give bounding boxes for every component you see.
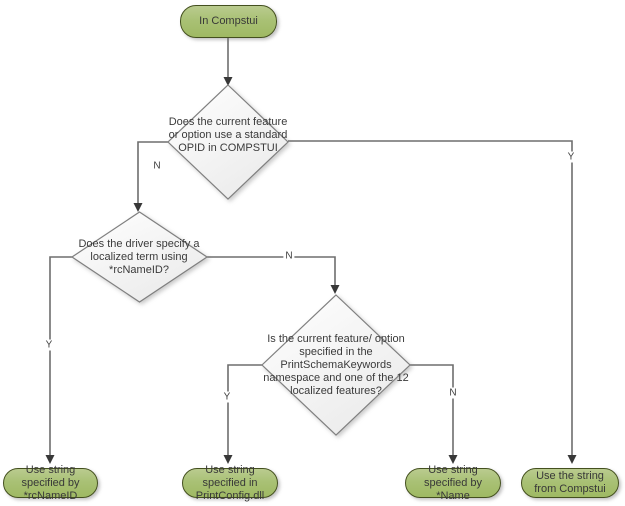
decision-3-label: Is the current feature/ option specified…	[263, 333, 409, 397]
edge-label-d1-yes: Y	[565, 151, 577, 163]
edge-d3-no-to-t3	[410, 364, 454, 455]
edge-d3-yes-to-t2	[227, 364, 262, 455]
terminal-printconfig: Use string specified in PrintConfig.dll	[182, 464, 278, 502]
edge-label-d1-no: N	[151, 160, 163, 172]
arrow-into-t3	[448, 455, 458, 464]
terminal-rcnameid: Use string specified by *rcNameID	[3, 464, 98, 502]
arrow-into-t1	[45, 455, 55, 464]
decision-diamond-1	[167, 84, 289, 200]
edge-label-d3-no: N	[447, 387, 459, 399]
edge-label-d2-no: N	[283, 250, 295, 262]
connector-lines	[49, 38, 573, 455]
start-node-label: In Compstui	[199, 15, 258, 27]
decision-diamond-2	[70, 211, 209, 303]
terminal-rcnameid-label: Use string specified by *rcNameID	[21, 463, 80, 502]
decision-2-label: Does the driver specify a localized term…	[78, 238, 200, 276]
terminal-printconfig-label: Use string specified in PrintConfig.dll	[195, 463, 265, 502]
edge-d1-yes-to-t4	[288, 140, 573, 455]
decision-shapes	[70, 84, 411, 436]
arrow-into-d3	[330, 285, 340, 294]
edge-d2-no-to-d3	[207, 256, 336, 285]
arrow-into-d1	[223, 77, 233, 86]
terminal-name-label: Use string specified by *Name	[423, 463, 483, 502]
arrow-into-t4	[567, 455, 577, 464]
arrow-into-t2	[223, 455, 233, 464]
edge-d1-no-to-d2	[137, 141, 168, 204]
edge-label-d2-yes: Y	[43, 339, 55, 351]
arrowheads	[45, 77, 577, 464]
terminal-name: Use string specified by *Name	[405, 464, 501, 502]
decision-diamond-3	[261, 294, 411, 436]
arrow-into-d2	[133, 203, 143, 212]
edge-label-d3-yes: Y	[221, 391, 233, 403]
terminal-compstui-label: Use the string from Compstui	[534, 470, 606, 495]
terminal-compstui: Use the string from Compstui	[521, 468, 619, 498]
decision-1-label: Does the current feature or option use a…	[168, 116, 288, 154]
start-node: In Compstui	[180, 5, 277, 38]
edge-d2-yes-to-t1	[49, 256, 72, 455]
